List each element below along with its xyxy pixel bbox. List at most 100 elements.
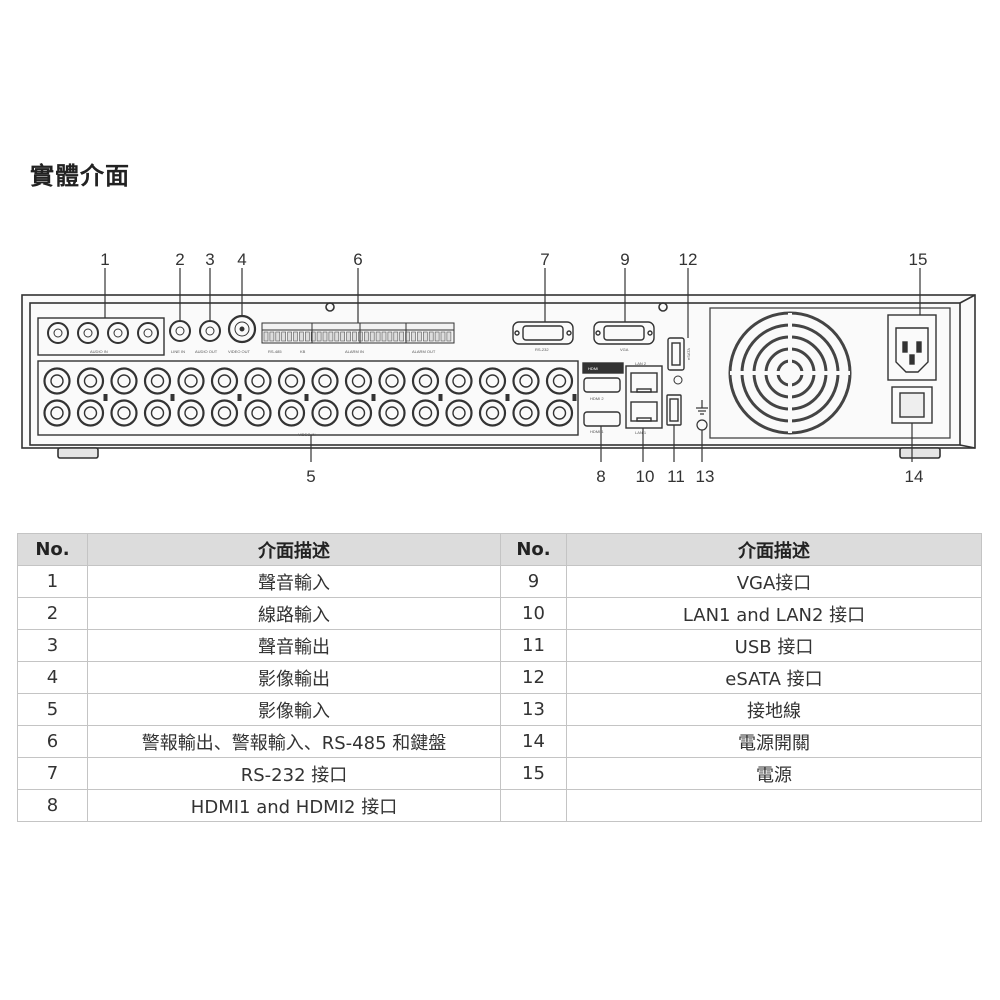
interface-table: No. 介面描述 No. 介面描述 1 聲音輸入 9 VGA接口 2 線路輸入 … (17, 533, 982, 822)
header-no: No. (500, 533, 567, 566)
lan2-label: LAN 2 (635, 361, 647, 366)
callout-9: 9 (620, 250, 629, 269)
power-switch (891, 386, 933, 424)
terminal-pin (340, 331, 346, 342)
row-description: LAN1 and LAN2 接口 (566, 597, 982, 630)
terminal-pin (440, 331, 446, 342)
callout-12: 12 (679, 250, 698, 269)
terminal-pin (316, 331, 322, 342)
callout-4: 4 (237, 250, 246, 269)
row-description: 影像輸出 (87, 661, 501, 694)
table-row: 7 RS-232 接口 15 電源 (17, 757, 982, 790)
terminal-pin (334, 331, 340, 342)
bnc-port (110, 367, 138, 395)
header-description: 介面描述 (566, 533, 982, 566)
bnc-port (311, 399, 339, 427)
callout-2: 2 (175, 250, 184, 269)
esata-port (667, 337, 685, 371)
hdmi2-label: HDMI 2 (590, 396, 604, 401)
terminal-pin (363, 331, 369, 342)
row-description: USB 接口 (566, 629, 982, 662)
rs232-port (512, 321, 574, 345)
lan-ports (625, 365, 663, 429)
row-no: 1 (17, 565, 88, 598)
terminal-pin (434, 331, 440, 342)
audio-out-label: AUDIO OUT (195, 349, 218, 354)
rear-panel-diagram: AUDIO IN LINE IN AUDIO OUT VIDEO OUT RS-… (21, 250, 976, 486)
terminal-pin (352, 331, 357, 342)
row-no: 6 (17, 725, 88, 758)
row-description: 接地線 (566, 693, 982, 726)
terminal-pin (411, 331, 416, 342)
row-description (566, 789, 982, 822)
callout-6: 6 (353, 250, 362, 269)
terminal-pin (393, 331, 399, 342)
terminal-pin (269, 331, 275, 342)
row-description: 線路輸入 (87, 597, 501, 630)
terminal-pin (275, 331, 281, 342)
row-no: 3 (17, 629, 88, 662)
audio-in-ports (37, 317, 165, 356)
table-row: 5 影像輸入 13 接地線 (17, 693, 982, 726)
bnc-port (512, 367, 540, 395)
video-in-ports (43, 367, 577, 427)
callout-11: 11 (667, 467, 685, 486)
video-in-frame (37, 360, 579, 436)
bnc-port (43, 367, 71, 395)
bnc-port (311, 367, 339, 395)
row-description: eSATA 接口 (566, 661, 982, 694)
hdmi-ports (582, 362, 624, 427)
callout-1: 1 (100, 250, 109, 269)
table-row: 2 線路輸入 10 LAN1 and LAN2 接口 (17, 597, 982, 630)
row-no: 15 (500, 757, 567, 790)
hdmi1-label: HDMI 1 (590, 429, 604, 434)
terminal-pin (293, 331, 298, 342)
screw-icon (673, 375, 683, 385)
bnc-port (43, 399, 71, 427)
table-row: 8 HDMI1 and HDMI2 接口 (17, 789, 982, 822)
terminal-pin (375, 331, 381, 342)
esata-label: eSATA (686, 348, 691, 360)
terminal-pin (310, 331, 316, 342)
rs232-label: RS-232 (535, 347, 549, 352)
row-no: 12 (500, 661, 567, 694)
hdmi-logo: HDMI (588, 366, 598, 371)
chassis (21, 294, 976, 459)
bnc-port (378, 399, 406, 427)
row-description: 影像輸入 (87, 693, 501, 726)
power-socket (887, 314, 937, 381)
terminal-pins (263, 323, 452, 343)
bnc-port (110, 399, 138, 427)
bnc-port (378, 367, 406, 395)
header-no: No. (17, 533, 88, 566)
row-no: 2 (17, 597, 88, 630)
terminal-pin (299, 331, 304, 342)
lan1-label: LAN 1 (635, 430, 647, 435)
terminal-pin (369, 331, 375, 342)
rs485-label: RS-485 (268, 349, 282, 354)
row-description: 聲音輸入 (87, 565, 501, 598)
bnc-port (478, 394, 510, 427)
bnc-port (177, 399, 205, 427)
bnc-port (143, 394, 175, 427)
terminal-pin (346, 331, 351, 342)
callout-5: 5 (306, 467, 315, 486)
row-description: 聲音輸出 (87, 629, 501, 662)
bnc-port (244, 367, 272, 395)
row-no: 9 (500, 565, 567, 598)
terminal-pin (263, 331, 269, 342)
terminal-pin (399, 331, 405, 342)
row-description: RS-232 接口 (87, 757, 501, 790)
bnc-port (76, 394, 108, 427)
bnc-port (445, 399, 473, 427)
row-no (500, 789, 567, 822)
terminal-pin (287, 331, 292, 342)
terminal-pin (322, 331, 328, 342)
video-out-label: VIDEO OUT (228, 349, 251, 354)
callout-14: 14 (905, 467, 924, 486)
kb-label: KB (300, 349, 306, 354)
audio-in-label: AUDIO IN (90, 349, 108, 354)
vga-label: VGA (620, 347, 629, 352)
row-no: 8 (17, 789, 88, 822)
callout-8: 8 (596, 467, 605, 486)
